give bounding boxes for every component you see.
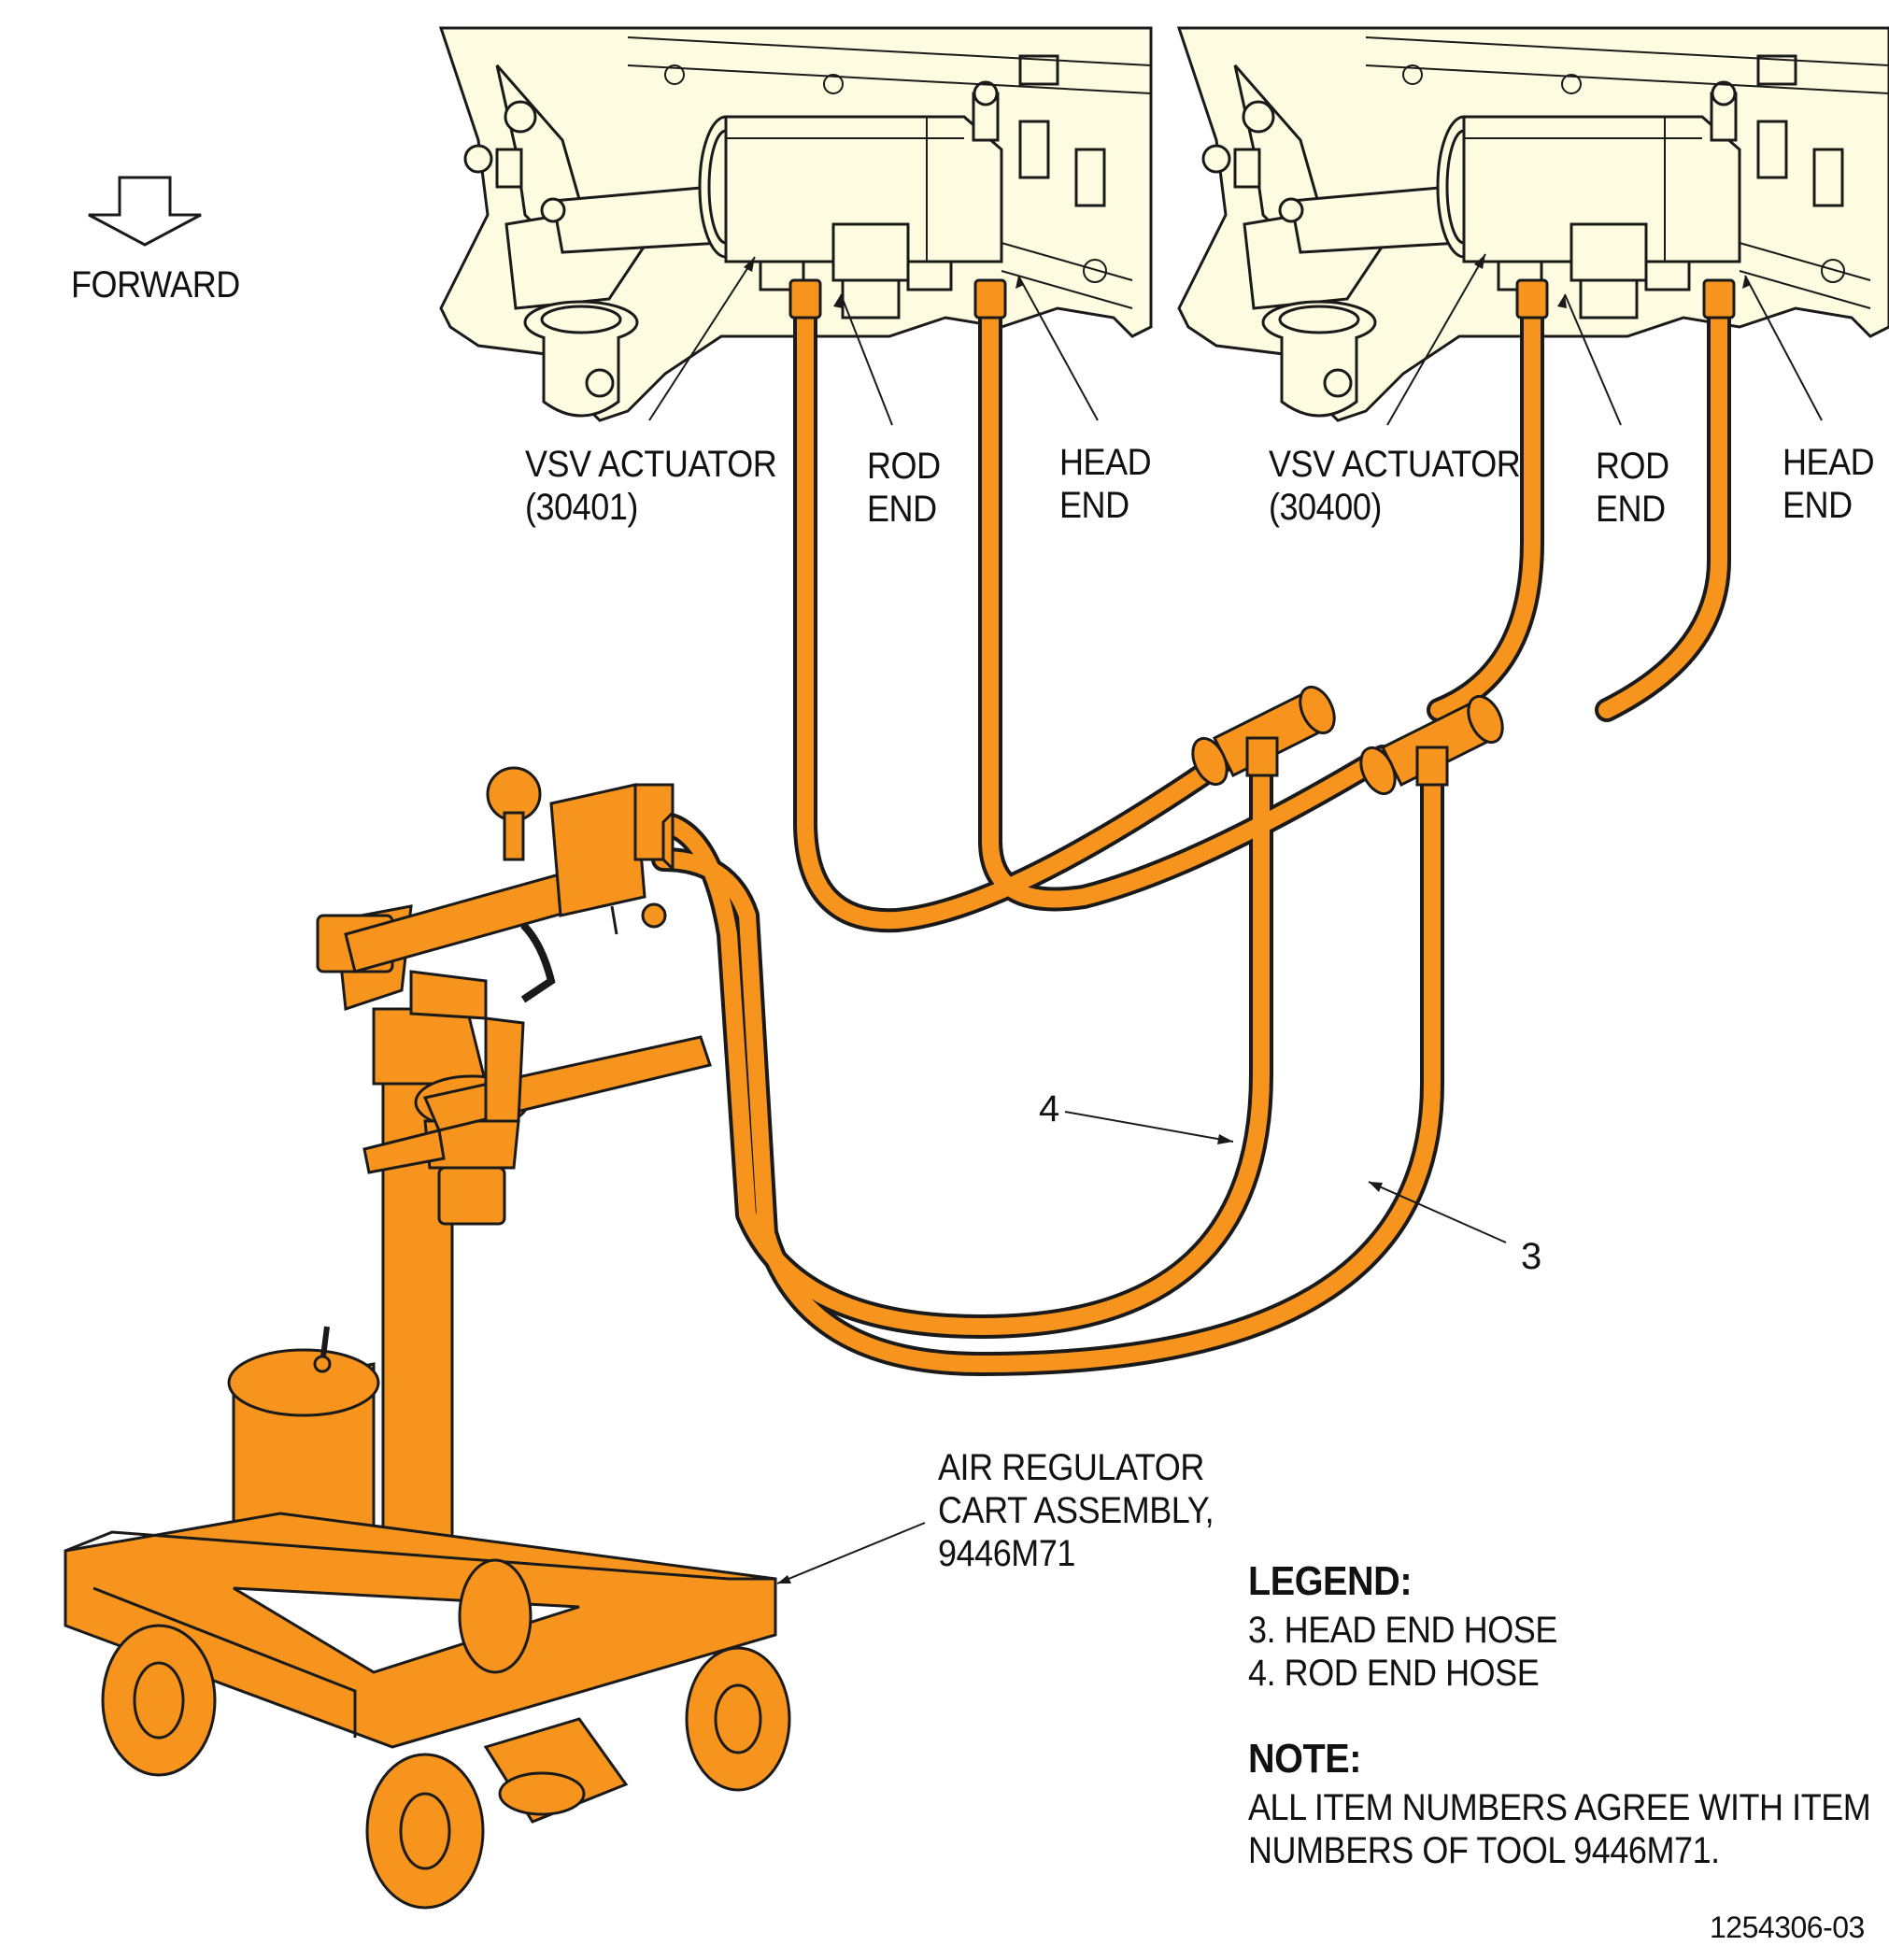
down-arrow-icon bbox=[88, 176, 202, 247]
rod-left-label-line1: ROD bbox=[867, 446, 941, 487]
actuator-left-label-line2: (30401) bbox=[525, 487, 638, 528]
note-title: NOTE: bbox=[1248, 1736, 1361, 1782]
leader-arrowheads bbox=[744, 254, 1751, 1584]
actuator-right-label-line1: VSV ACTUATOR bbox=[1269, 444, 1521, 485]
legend-title: LEGEND: bbox=[1248, 1558, 1413, 1604]
item-3-callout: 3 bbox=[1521, 1236, 1541, 1277]
actuator-left-label-line1: VSV ACTUATOR bbox=[525, 444, 777, 485]
rod-left-label-line2: END bbox=[867, 489, 937, 530]
cart-label-line3: 9446M71 bbox=[938, 1533, 1075, 1574]
air-regulator-cart bbox=[64, 766, 791, 1910]
legend-item-4: 4. ROD END HOSE bbox=[1248, 1653, 1540, 1694]
forward-label: FORWARD bbox=[71, 264, 240, 305]
actuator-right-label-line2: (30400) bbox=[1269, 487, 1382, 528]
figure-id: 1254306-03 bbox=[1710, 1910, 1865, 1944]
head-right-label-line1: HEAD bbox=[1782, 442, 1875, 483]
tee-fitting-head bbox=[1359, 694, 1504, 796]
cart-label-line2: CART ASSEMBLY, bbox=[938, 1490, 1214, 1531]
head-left-label-line2: END bbox=[1059, 485, 1129, 526]
legend-item-3: 3. HEAD END HOSE bbox=[1248, 1610, 1557, 1651]
head-left-label-line1: HEAD bbox=[1059, 442, 1152, 483]
rod-right-label-line2: END bbox=[1596, 489, 1666, 530]
rod-right-label-line1: ROD bbox=[1596, 446, 1669, 487]
note-line2: NUMBERS OF TOOL 9446M71. bbox=[1248, 1830, 1720, 1871]
leader-lines bbox=[648, 253, 1823, 1584]
cart-label-line1: AIR REGULATOR bbox=[938, 1447, 1204, 1488]
hose-fittings bbox=[788, 278, 1736, 320]
item-4-callout: 4 bbox=[1039, 1088, 1059, 1129]
tee-fitting-rod bbox=[1191, 685, 1336, 787]
head-right-label-line2: END bbox=[1782, 485, 1853, 526]
hoses bbox=[642, 287, 1731, 1376]
note-line1: ALL ITEM NUMBERS AGREE WITH ITEM bbox=[1248, 1787, 1871, 1828]
